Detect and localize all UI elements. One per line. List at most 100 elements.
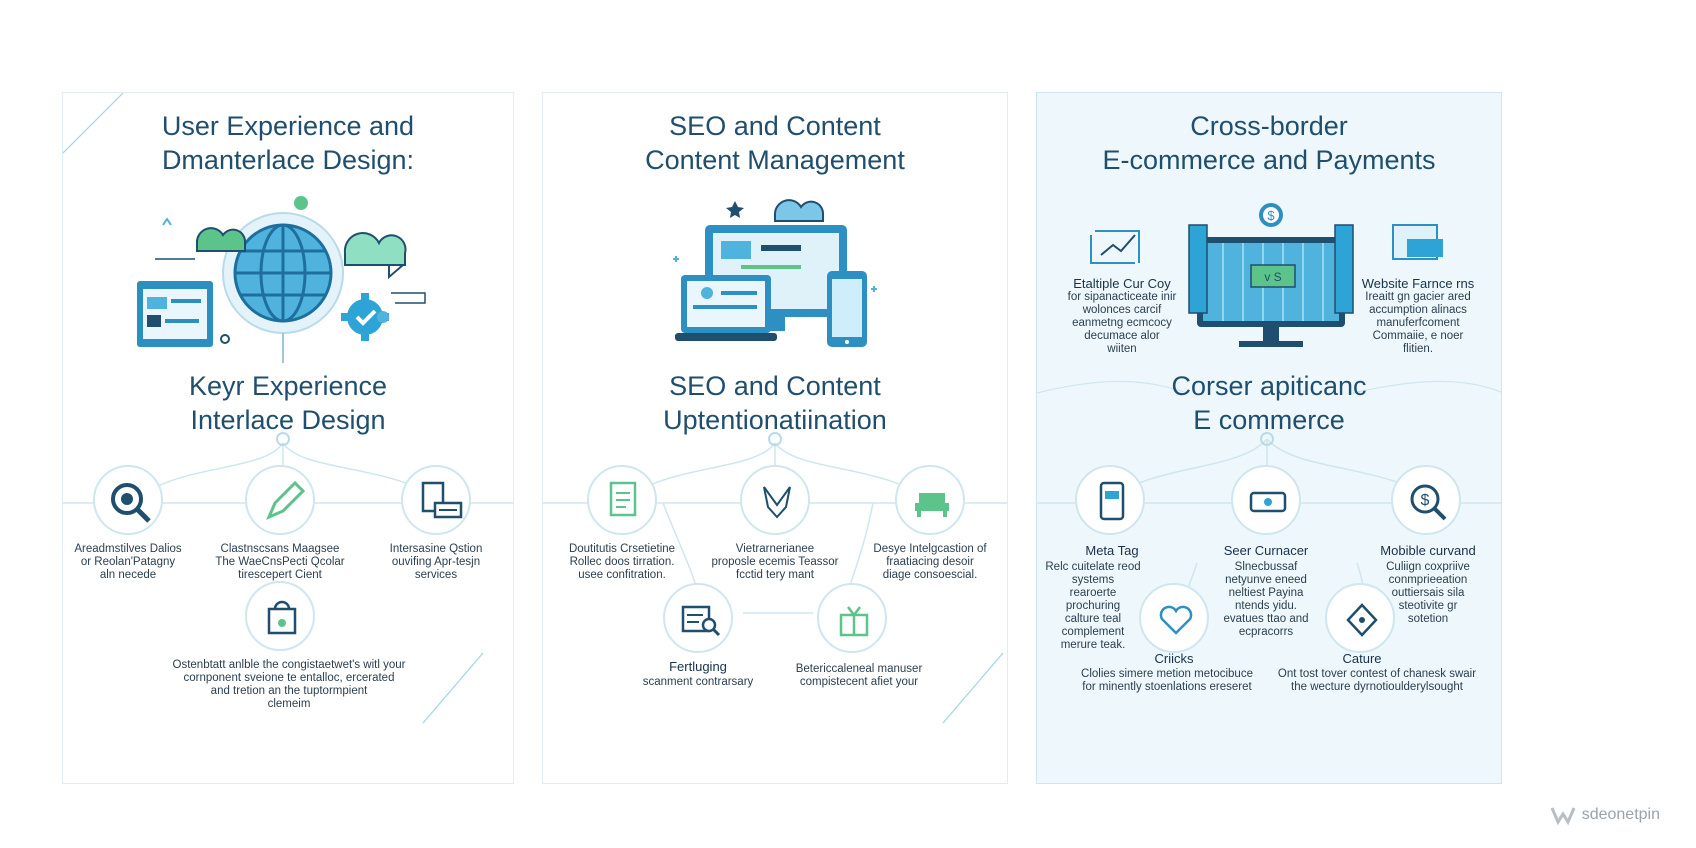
panel-3-node-3-line-5: sotetion: [1407, 613, 1449, 625]
panel-3-node-2-text: Slnecbussaf netyunve eneed neltiest Payi…: [1191, 561, 1341, 639]
panel-3-node-1-text: Relc cuitelate reod systems rearoerte pr…: [1037, 561, 1155, 652]
panel-2-lower-1-text: scanment contrarsary: [623, 676, 773, 689]
panel-3-side-left-label: Etaltiple Cur Coy: [1073, 276, 1171, 291]
panel-3-title: Cross-border E-commerce and Payments: [1037, 109, 1501, 177]
diamond-node: [1325, 583, 1395, 653]
panel-1-node-1-line-2: or Reolan'Patagny: [80, 556, 176, 568]
ux-illustration: [137, 196, 426, 363]
panel-2-subtitle-line-2: Uptentionatiination: [663, 405, 887, 435]
panel-3-side-left-line-4: decumace alor: [1084, 330, 1160, 342]
panel-3-node-1-line-6: complement: [1061, 626, 1125, 638]
gift-icon: [839, 606, 869, 637]
mobile-node: [1075, 465, 1145, 535]
panel-1-title: User Experience and Dmanterlace Design:: [63, 109, 513, 177]
pencil-icon: [266, 480, 306, 520]
panel-3-node-1-line-2: systems: [1071, 574, 1115, 586]
panel-2-node-3-line-2: fraatiacing desoir: [886, 556, 974, 568]
sofa-node: [895, 465, 965, 535]
panel-3-node-1-line-1: Relc cuitelate reod: [1045, 561, 1141, 573]
panel-3-side-left-text: for sipanacticeate inir wolonces carcif …: [1047, 291, 1197, 356]
panel-3-node-3-line-4: steotivite gr: [1398, 600, 1458, 612]
panel-3-node-3-line-1: Culiign coxpriive: [1386, 561, 1470, 573]
panel-2-node-2-line-3: fcctid tery mant: [736, 569, 814, 581]
panel-ux-design: User Experience and Dmanterlace Design:: [62, 92, 514, 784]
panel-1-node-2-line-2: The WaeCnsPecti Qcolar: [215, 556, 345, 568]
panel-3-side-right-line-5: flitien.: [1402, 343, 1434, 355]
diamond-icon: [1346, 603, 1378, 637]
screen-badge-text: v S: [1264, 270, 1281, 284]
panel-3-side-left-line-1: for sipanacticeate inir: [1067, 291, 1177, 303]
panel-3-subtitle: Corser apiticanc E commerce: [1037, 369, 1501, 437]
panel-1-node-3-line-3: services: [414, 569, 458, 581]
panel-cross-border: Cross-border E-commerce and Payments $ v…: [1036, 92, 1502, 784]
panel-1-subtitle: Keyr Experience Interlace Design: [63, 369, 513, 437]
panel-2-node-2-line-1: Vietrarnerianee: [735, 543, 815, 555]
panel-3-node-3-line-2: conmprieeation: [1388, 574, 1468, 586]
panel-1-node-3-line-1: Intersasine Qstion: [389, 543, 483, 555]
panel-2-node-3-line-1: Desye Intelgcastion of: [873, 543, 987, 555]
panel-2-node-1-line-3: usee confitration.: [578, 569, 666, 581]
panel-2-subtitle-line-1: SEO and Content: [669, 371, 881, 401]
panel-3-node-1-line-7: merure teak.: [1060, 639, 1126, 651]
panel-3-title-line-2: E-commerce and Payments: [1102, 145, 1436, 175]
panel-3-lower-1-line-2: for minently stoenlations ereseret: [1082, 681, 1252, 693]
panel-3-side-right-line-1: Ireaitt gn gacier ared: [1365, 291, 1471, 303]
panel-3-node-3-line-3: outtiersais sila: [1391, 587, 1465, 599]
panel-3-lower-2-label: Cature: [1342, 651, 1382, 666]
panel-1-node-1-text: Areadmstilves Dalios or Reolan'Patagny a…: [63, 543, 203, 582]
panel-2-node-1-line-1: Doutitutis Crsetietine: [568, 543, 676, 555]
panel-3-lower-2-text: Ont tost tover contest of chanesk swair …: [1267, 668, 1487, 694]
panel-1-bottom-line-1: Ostenbtatt anlble the congistaetwet's wi…: [172, 659, 406, 671]
magnifier-gear-icon: [111, 483, 151, 523]
list-magnifier-icon: [681, 605, 721, 637]
shield-node: [740, 465, 810, 535]
card-node: [1231, 465, 1301, 535]
shopping-bag-icon: [267, 600, 297, 635]
dollar-magnifier-icon: $: [1410, 484, 1447, 521]
panel-3-subtitle-line-2: E commerce: [1193, 405, 1345, 435]
panel-3-node-2-line-5: evatues ttao and: [1223, 613, 1309, 625]
document-node: [587, 465, 657, 535]
panel-3-side-left-line-5: wiiten: [1107, 343, 1137, 355]
panel-2-lower-2-line-1: Betericcaleneal manuser: [795, 663, 923, 675]
panel-2-node-1-text: Doutitutis Crsetietine Rollec doos tirra…: [547, 543, 697, 582]
panel-2-title-line-2: Content Management: [645, 145, 905, 175]
watermark-text: sdeonetpin: [1581, 806, 1660, 823]
panel-3-node-1-line-5: calture teal: [1064, 613, 1122, 625]
panel-3-side-right-label: Website Farnce rns: [1361, 276, 1475, 291]
panel-3-title-line-1: Cross-border: [1190, 111, 1348, 141]
panel-3-side-right-line-2: accumption alinacs: [1369, 304, 1467, 316]
shopping-bag-node: [245, 581, 315, 651]
panel-3-lower-1-text: Clolies simere metion metocibuce for min…: [1067, 668, 1267, 694]
gift-node: [817, 583, 887, 653]
document-icon: [609, 481, 637, 517]
mobile-phone-icon: [1099, 481, 1125, 521]
panel-1-node-2-text: Clastnscsans Maagsee The WaeCnsPecti Qco…: [205, 543, 355, 582]
search-gear-node: [93, 465, 163, 535]
panel-1-node-2-line-3: tirescepert Cient: [238, 569, 322, 581]
panel-1-bottom-line-3: and tretion an the tuptormpient: [210, 685, 368, 697]
documents-icon: [421, 481, 463, 519]
heart-hands-icon: [1159, 605, 1193, 635]
panel-3-node-1-line-4: prochuring: [1065, 600, 1121, 612]
watermark-logo-icon: [1550, 807, 1576, 826]
panel-1-bottom-text: Ostenbtatt anlble the congistaetwet's wi…: [139, 659, 439, 711]
panel-3-node-2-line-2: netyunve eneed: [1225, 574, 1307, 586]
list-search-node: [663, 583, 733, 653]
devices-illustration: [673, 199, 877, 347]
panel-3-side-left-line-3: eanmetng ecmcocy: [1072, 317, 1172, 329]
dollar-glyph-text: $: [1421, 492, 1430, 509]
panel-3-subtitle-line-1: Corser apiticanc: [1171, 371, 1367, 401]
panel-1-bottom-line-4: clemeim: [267, 698, 311, 710]
panel-3-side-right-line-3: manuferfcoment: [1376, 317, 1460, 329]
panel-1-subtitle-line-2: Interlace Design: [190, 405, 386, 435]
panel-3-side-left-line-2: wolonces carcif: [1082, 304, 1162, 316]
panel-3-node-2-line-3: neltiest Payina: [1228, 587, 1304, 599]
panel-seo-content: SEO and Content Content Management SEO a…: [542, 92, 1008, 784]
panel-2-node-2-line-2: proposle ecemis Teassor: [711, 556, 839, 568]
panel-3-node-2-line-6: ecpracorrs: [1238, 626, 1294, 638]
panel-1-node-3-line-2: ouvifing Apr-tesjn: [391, 556, 481, 568]
panel-2-lower-2-line-2: compistecent afiet your: [799, 676, 919, 688]
panel-3-lower-2-line-1: Ont tost tover contest of chanesk swair: [1277, 668, 1477, 680]
panel-1-bottom-line-2: cornponent sveione te entalloc, ercerate…: [183, 672, 395, 684]
